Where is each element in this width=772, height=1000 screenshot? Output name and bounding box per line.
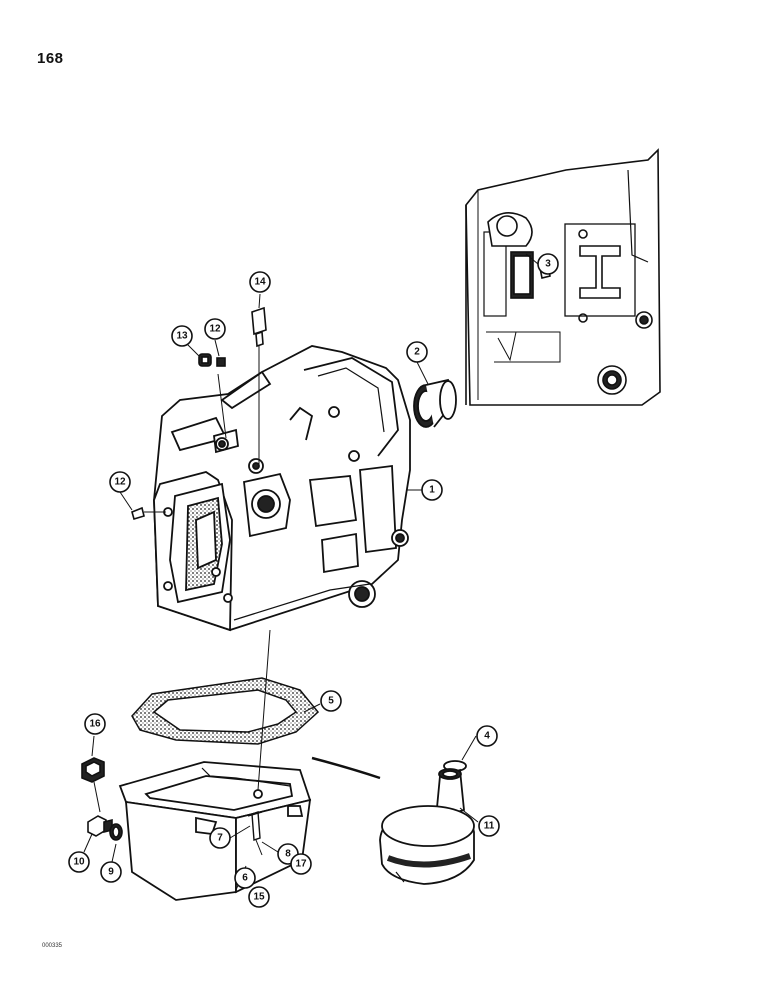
callout-13: 13: [171, 325, 193, 347]
svg-text:7: 7: [217, 833, 223, 844]
callout-12-top: 12: [204, 318, 226, 340]
pan-bolts: [247, 811, 263, 856]
svg-text:9: 9: [108, 867, 114, 878]
svg-text:10: 10: [73, 857, 85, 868]
callout-2: 2: [406, 341, 428, 363]
svg-text:11: 11: [484, 821, 495, 832]
dipstick-line: [311, 756, 381, 780]
svg-text:16: 16: [89, 719, 101, 730]
callout-4: 4: [476, 725, 498, 747]
svg-text:15: 15: [253, 892, 265, 903]
svg-text:6: 6: [242, 873, 248, 884]
svg-text:5: 5: [328, 696, 334, 707]
callout-15: 15: [248, 886, 270, 908]
callout-6: 6: [234, 867, 256, 889]
svg-text:12: 12: [209, 324, 221, 335]
bearing: [413, 378, 457, 428]
page-number: 168: [37, 50, 64, 67]
transmission-housing: [153, 345, 411, 632]
figure-code: 000335: [42, 943, 63, 949]
oil-pan: [118, 629, 312, 901]
svg-text:4: 4: [484, 731, 490, 742]
callout-16: 16: [84, 713, 106, 735]
callouts: 1 2 3 4 5 6 7: [68, 253, 559, 908]
callout-12-side: 12: [109, 471, 131, 493]
gasket: [131, 677, 320, 745]
inset-housing-view: [465, 148, 661, 406]
callout-3: 3: [537, 253, 559, 275]
callout-10: 10: [68, 851, 90, 873]
callout-17: 17: [290, 853, 312, 875]
callout-1: 1: [421, 479, 443, 501]
svg-text:3: 3: [545, 259, 551, 270]
drain-plug-assembly: [81, 757, 123, 841]
oil-filter: [379, 760, 475, 885]
callout-5: 5: [320, 690, 342, 712]
callout-14: 14: [249, 271, 271, 293]
svg-text:12: 12: [114, 477, 126, 488]
svg-text:17: 17: [295, 859, 307, 870]
svg-text:8: 8: [285, 849, 291, 860]
fittings: [131, 306, 267, 520]
svg-text:14: 14: [254, 277, 266, 288]
callout-11: 11: [478, 815, 500, 837]
leader-lines: [83, 253, 539, 891]
svg-text:13: 13: [176, 331, 188, 342]
svg-text:1: 1: [429, 485, 435, 496]
svg-text:2: 2: [414, 347, 420, 358]
callout-7: 7: [209, 827, 231, 849]
callout-9: 9: [100, 861, 122, 883]
